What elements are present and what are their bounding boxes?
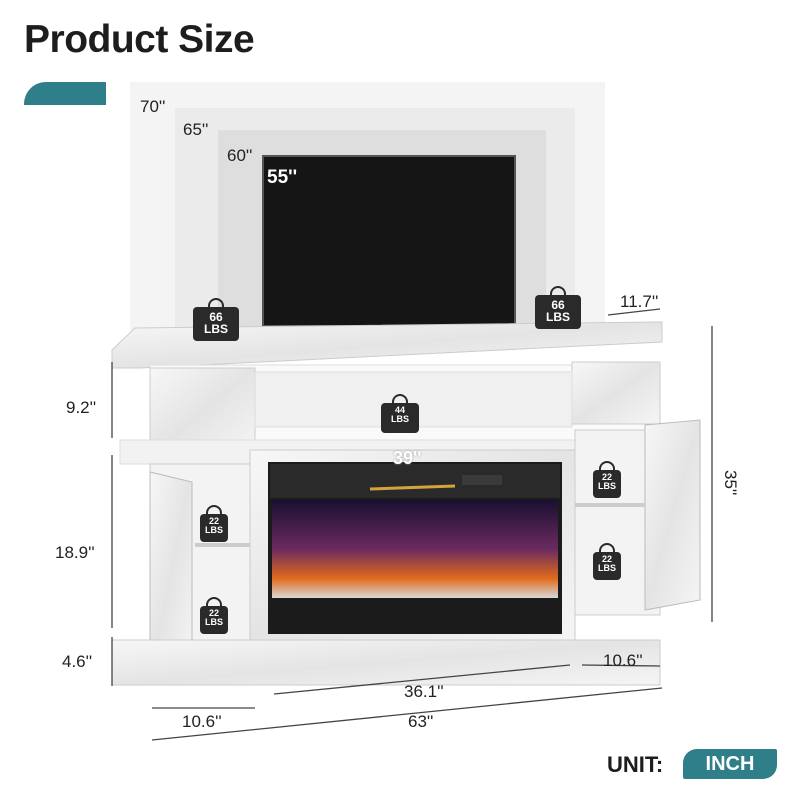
total-height-label: 35'' bbox=[721, 470, 740, 496]
title-accent-tab bbox=[24, 82, 106, 105]
upper-right-panel bbox=[571, 361, 661, 425]
unit-label: UNIT: bbox=[607, 752, 664, 777]
base-height-label: 4.6'' bbox=[62, 652, 93, 671]
fireplace-flames bbox=[272, 500, 558, 598]
middle-section-height-label: 18.9'' bbox=[55, 543, 95, 562]
tv-size-55-label: 55'' bbox=[267, 167, 298, 188]
dimension-lines bbox=[111, 308, 713, 741]
tv-size-60-label: 60'' bbox=[227, 146, 253, 165]
right-cabinet-width-label: 10.6'' bbox=[603, 651, 643, 670]
tv-size-65-label: 65'' bbox=[183, 120, 209, 139]
fireplace-control-display bbox=[462, 475, 502, 485]
top-section-height-label: 9.2'' bbox=[66, 398, 97, 417]
fireplace-size-label: 39'' bbox=[393, 448, 422, 468]
page-title: Product Size bbox=[24, 18, 255, 61]
base bbox=[111, 639, 661, 686]
total-width-label: 63'' bbox=[408, 712, 434, 731]
unit-badge: INCH bbox=[683, 749, 777, 779]
right-cabinet-door bbox=[644, 419, 701, 611]
fireplace-heater-panel bbox=[270, 464, 560, 498]
depth-label: 11.7'' bbox=[620, 292, 659, 311]
fireplace-width-label: 36.1'' bbox=[404, 682, 444, 701]
left-cabinet-width-label: 10.6'' bbox=[182, 712, 222, 731]
tv-size-70-label: 70'' bbox=[140, 97, 166, 116]
